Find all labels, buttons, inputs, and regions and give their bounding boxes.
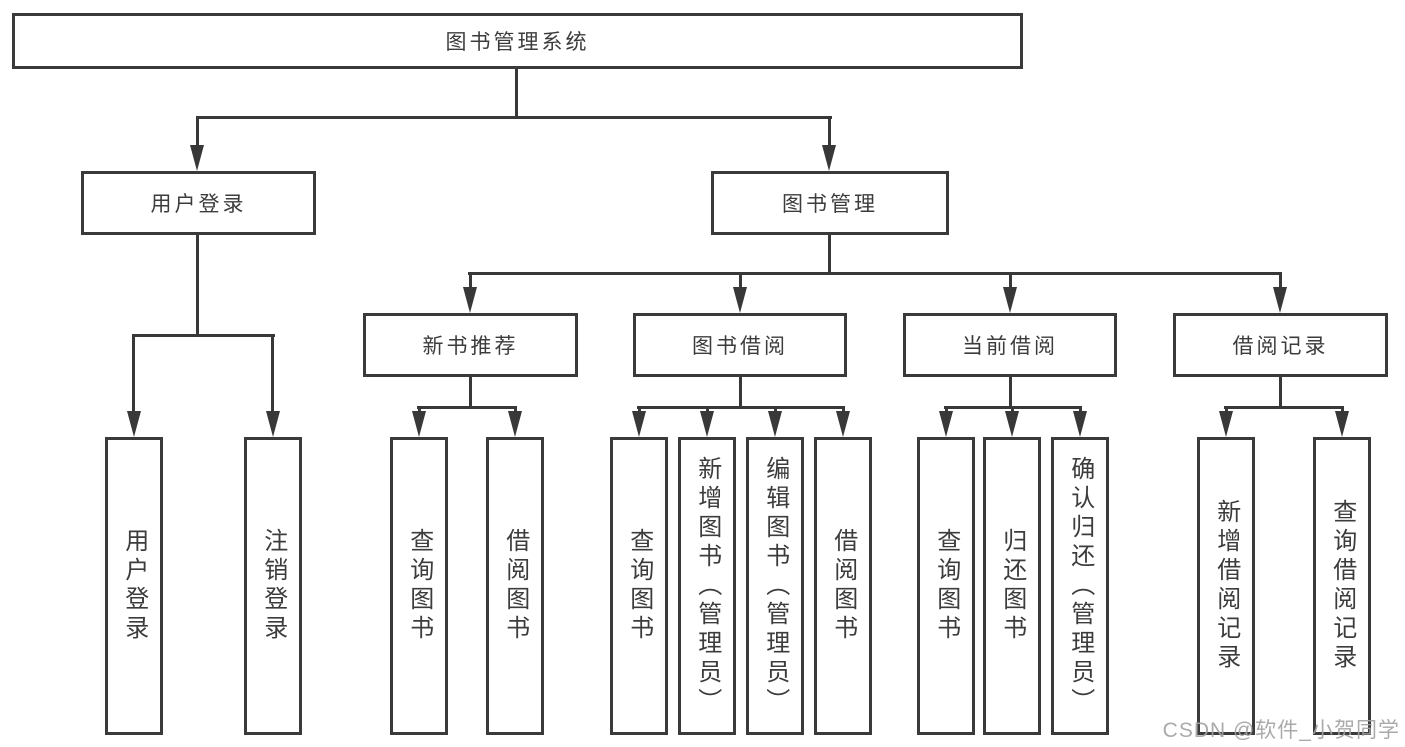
leaf-bb-borrow-books-label: 借阅图书 [829,528,857,644]
node-book-management: 图书管理 [711,171,949,235]
leaf-bb-query-books: 查询图书 [610,437,668,735]
leaf-bb-edit-books-admin-label: 编辑图书（管理员） [761,455,789,717]
leaf-br-add-record: 新增借阅记录 [1197,437,1255,735]
leaf-nbr-borrow-books-label: 借阅图书 [501,528,529,644]
connector-bb-child4 [842,406,845,414]
connector-bb-child1 [638,406,641,414]
connector-bb-child3 [774,406,777,414]
arrowhead-bb-child3 [768,411,782,437]
node-current-borrowing: 当前借阅 [903,313,1117,377]
leaf-bb-borrow-books: 借阅图书 [814,437,872,735]
arrowhead-nbr-child2 [508,411,522,437]
arrowhead-br-child1 [1219,411,1233,437]
connector-to-book-mgmt [828,116,831,149]
arrowhead-leaf-logout [266,411,280,437]
node-root: 图书管理系统 [12,13,1023,69]
connector-nbr-child1 [418,406,421,414]
node-book-management-label: 图书管理 [782,193,878,216]
connector-bookmgmt-hbar [468,272,1282,275]
leaf-bb-add-books-admin: 新增图书（管理员） [678,437,736,735]
connector-borrowrecords-stem [1279,377,1282,408]
node-current-borrowing-label: 当前借阅 [962,335,1058,358]
arrowhead-currentborrow [1003,287,1017,313]
connector-root-hbar [196,116,832,119]
node-new-book-recommend: 新书推荐 [363,313,578,377]
leaf-bb-query-books-label: 查询图书 [625,528,653,644]
leaf-cb-query-books-label: 查询图书 [932,528,960,644]
leaf-cb-return-books: 归还图书 [983,437,1041,735]
connector-root-stem [515,69,518,118]
connector-currentborrow-stem [1009,377,1012,408]
node-user-login: 用户登录 [81,171,316,235]
arrowhead-borrowrecords [1273,287,1287,313]
connector-bookmgmt-stem [828,235,831,274]
leaf-nbr-query-books-label: 查询图书 [405,528,433,644]
connector-br-child2 [1341,406,1344,414]
leaf-logout-label: 注销登录 [259,528,287,644]
leaf-user-login: 用户登录 [105,437,163,735]
connector-to-leaf-logout [271,334,274,413]
connector-borrowrecords-hbar [1224,406,1344,409]
node-book-borrowing: 图书借阅 [633,313,847,377]
connector-userlogin-stem [196,235,199,336]
leaf-cb-confirm-return-admin-label: 确认归还（管理员） [1066,455,1094,717]
connector-to-newbook [469,272,472,290]
connector-br-child1 [1225,406,1228,414]
leaf-nbr-query-books: 查询图书 [390,437,448,735]
arrowhead-user-login [190,145,204,171]
arrowhead-cb-child2 [1005,411,1019,437]
leaf-nbr-borrow-books: 借阅图书 [486,437,544,735]
arrowhead-leaf-login [127,411,141,437]
node-root-label: 图书管理系统 [445,31,590,54]
node-borrowing-records-label: 借阅记录 [1232,335,1329,358]
leaf-logout: 注销登录 [244,437,302,735]
connector-newbook-hbar [417,406,517,409]
connector-cb-child3 [1079,406,1082,414]
arrowhead-cb-child3 [1073,411,1087,437]
connector-to-user-login [196,116,199,149]
arrowhead-bookborrow [733,287,747,313]
leaf-br-add-record-label: 新增借阅记录 [1212,499,1240,673]
connector-to-borrowrecords [1279,272,1282,290]
leaf-cb-return-books-label: 归还图书 [998,528,1026,644]
arrowhead-bb-child2 [700,411,714,437]
connector-to-leaf-login [132,334,135,413]
arrowhead-bb-child4 [836,411,850,437]
leaf-br-query-record-label: 查询借阅记录 [1328,499,1356,673]
arrowhead-bb-child1 [632,411,646,437]
leaf-cb-confirm-return-admin: 确认归还（管理员） [1051,437,1109,735]
leaf-cb-query-books: 查询图书 [917,437,975,735]
node-new-book-recommend-label: 新书推荐 [422,335,519,358]
arrowhead-book-mgmt [822,145,836,171]
node-book-borrowing-label: 图书借阅 [692,335,788,358]
connector-bookborrow-hbar [637,406,845,409]
node-borrowing-records: 借阅记录 [1173,313,1388,377]
csdn-watermark: CSDN @软件_小贺同学 [1162,719,1400,742]
leaf-br-query-record: 查询借阅记录 [1313,437,1371,735]
leaf-bb-edit-books-admin: 编辑图书（管理员） [746,437,804,735]
connector-userlogin-hbar [132,334,275,337]
leaf-user-login-label: 用户登录 [120,528,148,644]
arrowhead-br-child2 [1335,411,1349,437]
node-user-login-label: 用户登录 [150,193,247,216]
connector-to-bookborrow [739,272,742,290]
connector-newbook-stem [469,377,472,408]
connector-cb-child1 [945,406,948,414]
connector-cb-child2 [1011,406,1014,414]
connector-bookborrow-stem [739,377,742,408]
connector-to-currentborrow [1009,272,1012,290]
connector-nbr-child2 [514,406,517,414]
arrowhead-cb-child1 [939,411,953,437]
arrowhead-nbr-child1 [412,411,426,437]
arrowhead-newbook [463,287,477,313]
connector-bb-child2 [706,406,709,414]
leaf-bb-add-books-admin-label: 新增图书（管理员） [693,455,721,717]
